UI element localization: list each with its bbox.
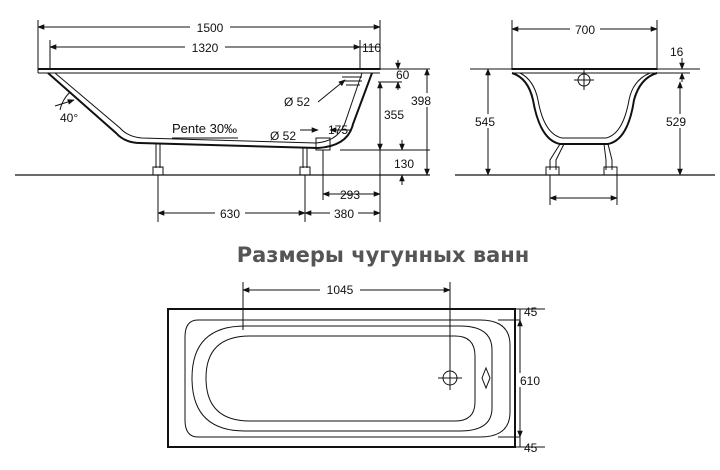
end-legs bbox=[545, 143, 618, 176]
top-inner-width-label: 610 bbox=[520, 374, 540, 388]
top-overflow bbox=[481, 366, 491, 390]
end-width-label: 700 bbox=[575, 23, 595, 37]
overflow-height-label: 355 bbox=[384, 108, 404, 122]
overall-length-label: 1500 bbox=[197, 21, 224, 35]
drain-to-end-label: 293 bbox=[340, 188, 360, 202]
top-basin-outer bbox=[191, 325, 493, 432]
top-edge-top-label: 45 bbox=[524, 305, 538, 319]
slope-note: Pente 30‰ bbox=[172, 121, 237, 136]
end-height-inner-label: 529 bbox=[666, 115, 686, 129]
top-edge-bottom-label: 45 bbox=[524, 441, 538, 455]
tub-outer-profile bbox=[47, 72, 373, 150]
page-title: Размеры чугунных ванн bbox=[237, 243, 530, 267]
top-inner-length-label: 1045 bbox=[327, 283, 354, 297]
rim-thickness-label: 16 bbox=[670, 45, 684, 59]
top-outer-rect bbox=[167, 308, 516, 448]
overflow-diameter-label: Ø 52 bbox=[284, 95, 310, 109]
end-view: 700 16 545 529 bbox=[455, 20, 715, 205]
rim-overhang-label: 110 bbox=[362, 41, 381, 55]
top-basin-inner bbox=[205, 335, 476, 422]
total-height-label: 398 bbox=[411, 94, 431, 108]
top-view: 1045 45 610 45 bbox=[167, 282, 546, 455]
side-view: Pente 30‰ 40° 1500 1320 110 60 398 355 bbox=[15, 20, 442, 222]
leg-spacing-a-label: 630 bbox=[220, 207, 240, 221]
drain-offset-label: 175 bbox=[328, 123, 348, 137]
back-angle-label: 40° bbox=[60, 111, 78, 125]
overflow-fitting bbox=[340, 72, 362, 86]
leg-spacing-b-label: 380 bbox=[334, 207, 354, 221]
end-inner-profile bbox=[519, 72, 651, 139]
drain-height-label: 130 bbox=[394, 157, 414, 171]
top-inner-rim bbox=[184, 319, 511, 438]
end-height-outer-label: 545 bbox=[475, 115, 495, 129]
end-outer-profile bbox=[511, 72, 658, 145]
tub-inner-profile bbox=[54, 72, 363, 144]
front-leg bbox=[152, 143, 164, 176]
back-leg bbox=[299, 148, 311, 176]
rim-height-label: 60 bbox=[396, 68, 410, 82]
inner-length-label: 1320 bbox=[192, 41, 219, 55]
drain-diameter-label: Ø 52 bbox=[270, 129, 296, 143]
